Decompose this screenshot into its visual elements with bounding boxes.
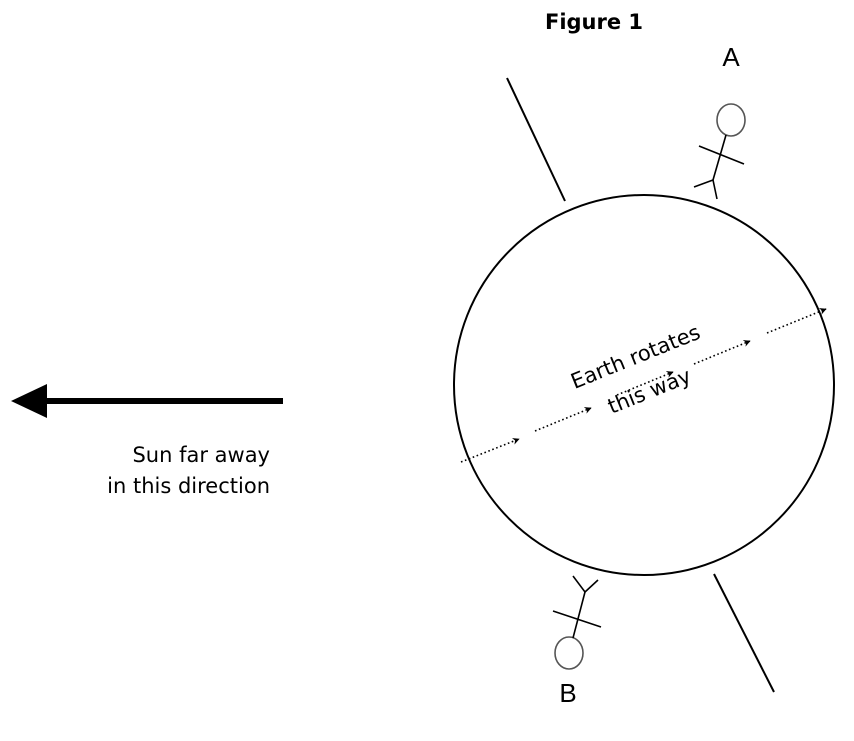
earth-axis-bottom: [713, 573, 775, 693]
sun-label-line1: Sun far away: [132, 443, 270, 467]
label-b: B: [559, 678, 576, 708]
rotation-arrow: [460, 438, 520, 463]
rotation-arrow: [693, 340, 751, 365]
earth-axis-top: [506, 77, 566, 202]
rotation-arrows: [460, 308, 827, 463]
person-b-icon: [552, 575, 602, 670]
rotation-arrow: [766, 308, 827, 334]
rotation-arrow: [534, 407, 592, 432]
label-a: A: [722, 42, 740, 72]
figure-title: Figure 1: [545, 10, 643, 34]
rotation-arrow: [616, 371, 674, 396]
person-a-icon: [693, 103, 746, 200]
sun-label-line2: in this direction: [107, 474, 270, 498]
sun-direction-arrow: [11, 384, 283, 418]
earth-circle: [453, 194, 835, 576]
